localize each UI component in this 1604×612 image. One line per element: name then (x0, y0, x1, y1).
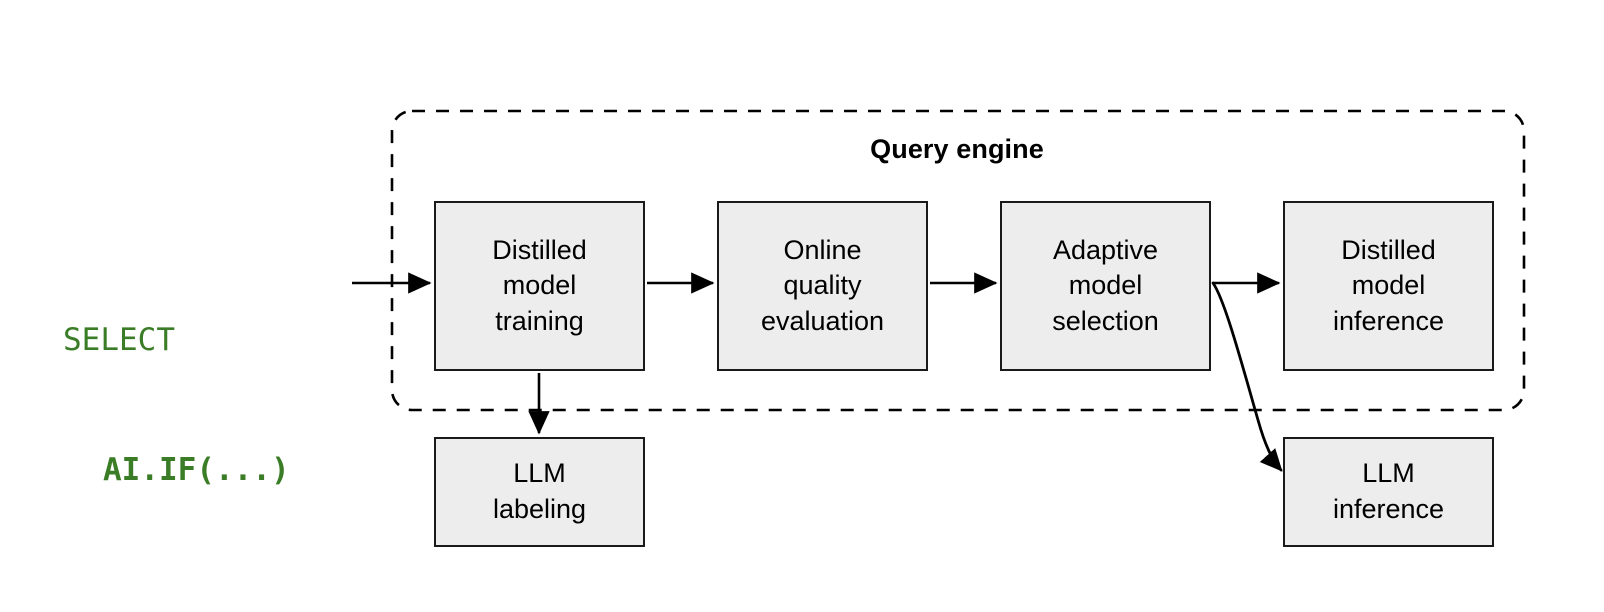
node-online-quality-evaluation[interactable]: Online quality evaluation (717, 201, 928, 371)
sql-keyword: SELECT (63, 321, 175, 358)
node-adaptive-model-selection[interactable]: Adaptive model selection (1000, 201, 1211, 371)
query-engine-title: Query engine (870, 134, 1044, 164)
sql-query-text: SELECT AI.IF(...) (55, 232, 345, 579)
sql-function: AI.IF(...) (103, 451, 290, 488)
node-distilled-model-inference[interactable]: Distilled model inference (1283, 201, 1494, 371)
node-distilled-model-training[interactable]: Distilled model training (434, 201, 645, 371)
node-llm-inference[interactable]: LLM inference (1283, 437, 1494, 547)
query-engine-group-border (390, 109, 1526, 412)
edge-selection-to-llm-inference (1211, 281, 1283, 472)
node-llm-labeling[interactable]: LLM labeling (434, 437, 645, 547)
